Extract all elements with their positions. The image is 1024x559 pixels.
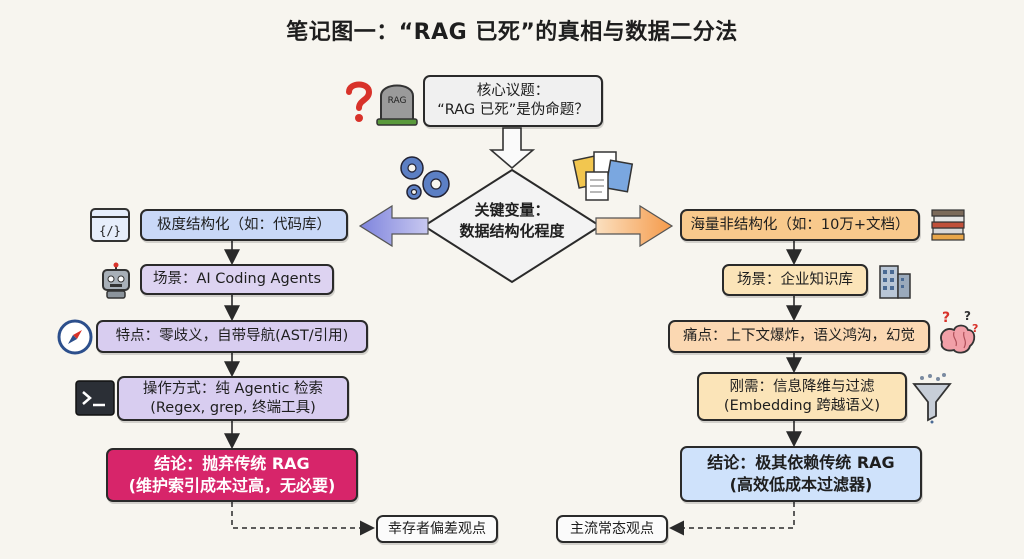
right-conclusion-box: 结论：极其依赖传统 RAG (高效低成本过滤器) (680, 446, 922, 502)
documents-icon (572, 151, 634, 201)
page-title: 笔记图一：“RAG 已死”的真相与数据二分法 (286, 20, 738, 45)
right-type-box: 海量非结构化（如：10万+文档） (680, 209, 920, 241)
right-pain-box: 痛点：上下文爆炸，语义鸿沟，幻觉 (668, 320, 930, 353)
svg-text:?: ? (964, 309, 971, 323)
left-method-box: 操作方式：纯 Agentic 检索 (Regex, grep, 终端工具) (117, 376, 349, 421)
right-need-box: 刚需：信息降维与过滤 (Embedding 跨越语义) (697, 372, 907, 421)
left-type-box: 极度结构化（如：代码库） (140, 209, 348, 241)
key-variable-text: 关键变量： 数据结构化程度 (459, 201, 565, 240)
code-window-icon: {/} (90, 208, 130, 242)
right-view-box: 主流常态观点 (556, 515, 668, 543)
svg-text:?: ? (942, 310, 950, 326)
left-view-box: 幸存者偏差观点 (376, 515, 498, 543)
svg-text:{/}: {/} (99, 224, 121, 238)
question-mark-icon (346, 81, 373, 122)
document-stack-icon (931, 209, 965, 241)
core-topic-box: 核心议题： “RAG 已死”是伪命题？ (423, 75, 603, 127)
terminal-icon (75, 380, 115, 416)
left-big-arrow (358, 204, 429, 248)
key-variable-diamond (422, 168, 602, 284)
left-feature-box: 特点：零歧义，自带导航(AST/引用) (96, 320, 368, 353)
left-conclusion-box: 结论：抛弃传统 RAG (维护索引成本过高，无必要) (106, 448, 358, 502)
right-scene-box: 场景：企业知识库 (722, 264, 868, 296)
svg-text:?: ? (972, 322, 978, 335)
building-icon (879, 265, 911, 299)
compass-icon (57, 319, 93, 355)
right-big-arrow (595, 204, 674, 248)
gears-icon (400, 156, 450, 200)
tombstone-icon: RAG (376, 84, 418, 126)
brain-icon: ? ? ? (940, 309, 978, 354)
core-down-arrow (488, 127, 536, 170)
left-scene-box: 场景：AI Coding Agents (140, 264, 334, 295)
robot-icon (102, 262, 130, 299)
funnel-icon (912, 373, 952, 424)
svg-text:RAG: RAG (388, 96, 407, 106)
